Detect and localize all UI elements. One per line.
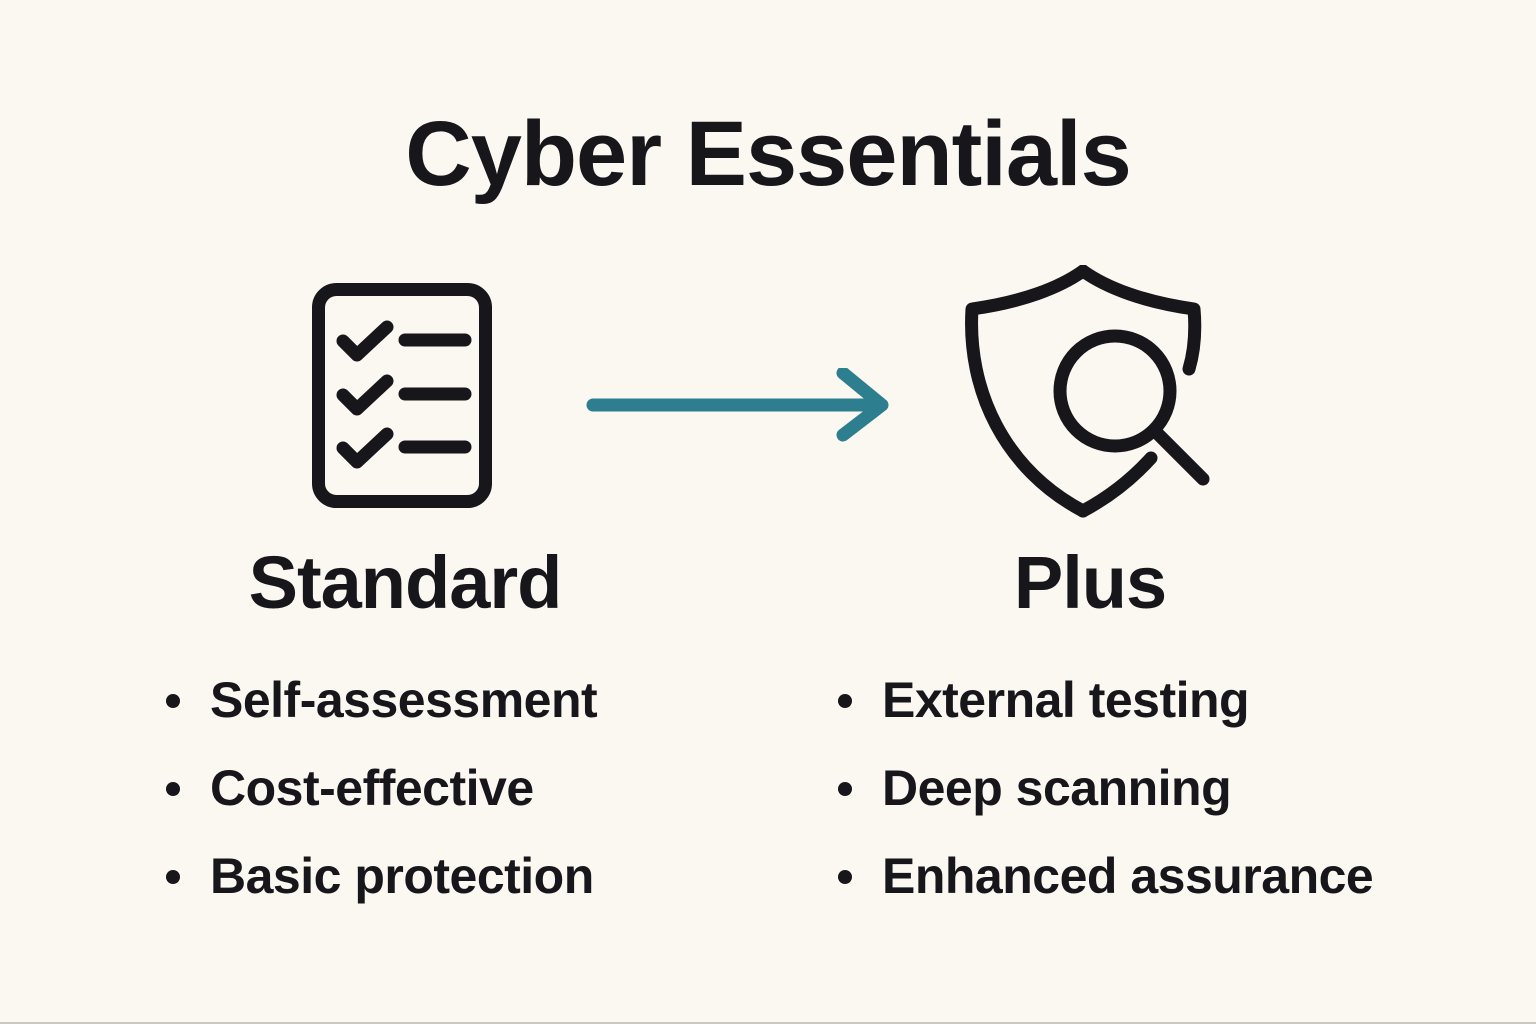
- shield-magnifier-icon: [965, 265, 1210, 518]
- bullet-dot: [838, 782, 852, 796]
- plus-feature-1: External testing: [882, 672, 1250, 728]
- standard-heading: Standard: [248, 541, 563, 624]
- arrow-right-icon: [586, 368, 889, 442]
- bullet-dot: [166, 870, 180, 884]
- bullet-dot: [838, 870, 852, 884]
- plus-feature-3: Enhanced assurance: [882, 848, 1374, 904]
- plus-feature-2: Deep scanning: [882, 760, 1232, 816]
- bullet-dot: [166, 694, 180, 708]
- plus-feature-list: External testing Deep scanning Enhanced …: [838, 672, 1374, 936]
- plus-heading: Plus: [1013, 541, 1167, 624]
- standard-feature-3: Basic protection: [210, 848, 594, 904]
- checklist-icon: [312, 283, 492, 508]
- list-item: Cost-effective: [166, 760, 597, 816]
- bottom-edge-line: [0, 1022, 1536, 1024]
- standard-feature-2: Cost-effective: [210, 760, 534, 816]
- bullet-dot: [838, 694, 852, 708]
- list-item: Enhanced assurance: [838, 848, 1374, 904]
- list-item: External testing: [838, 672, 1373, 728]
- standard-feature-list: Self-assessment Cost-effective Basic pro…: [166, 672, 598, 936]
- list-item: Basic protection: [166, 848, 597, 904]
- list-item: Self-assessment: [166, 672, 598, 728]
- bullet-dot: [166, 782, 180, 796]
- list-item: Deep scanning: [838, 760, 1373, 816]
- standard-feature-1: Self-assessment: [210, 672, 598, 728]
- page-title: Cyber Essentials: [405, 103, 1131, 205]
